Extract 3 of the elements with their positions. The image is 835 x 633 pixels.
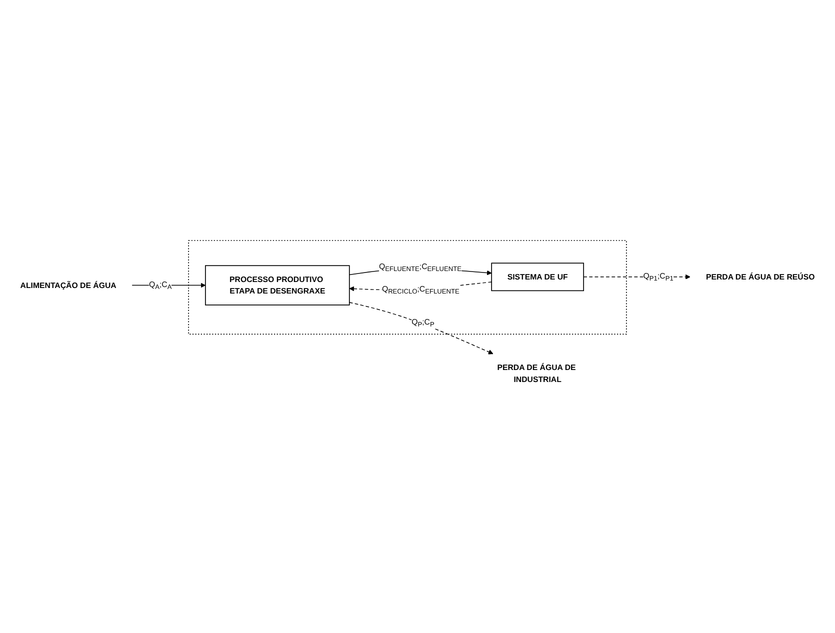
arrow (132, 282, 206, 288)
cluster (188, 240, 627, 334)
arrow (349, 302, 494, 354)
